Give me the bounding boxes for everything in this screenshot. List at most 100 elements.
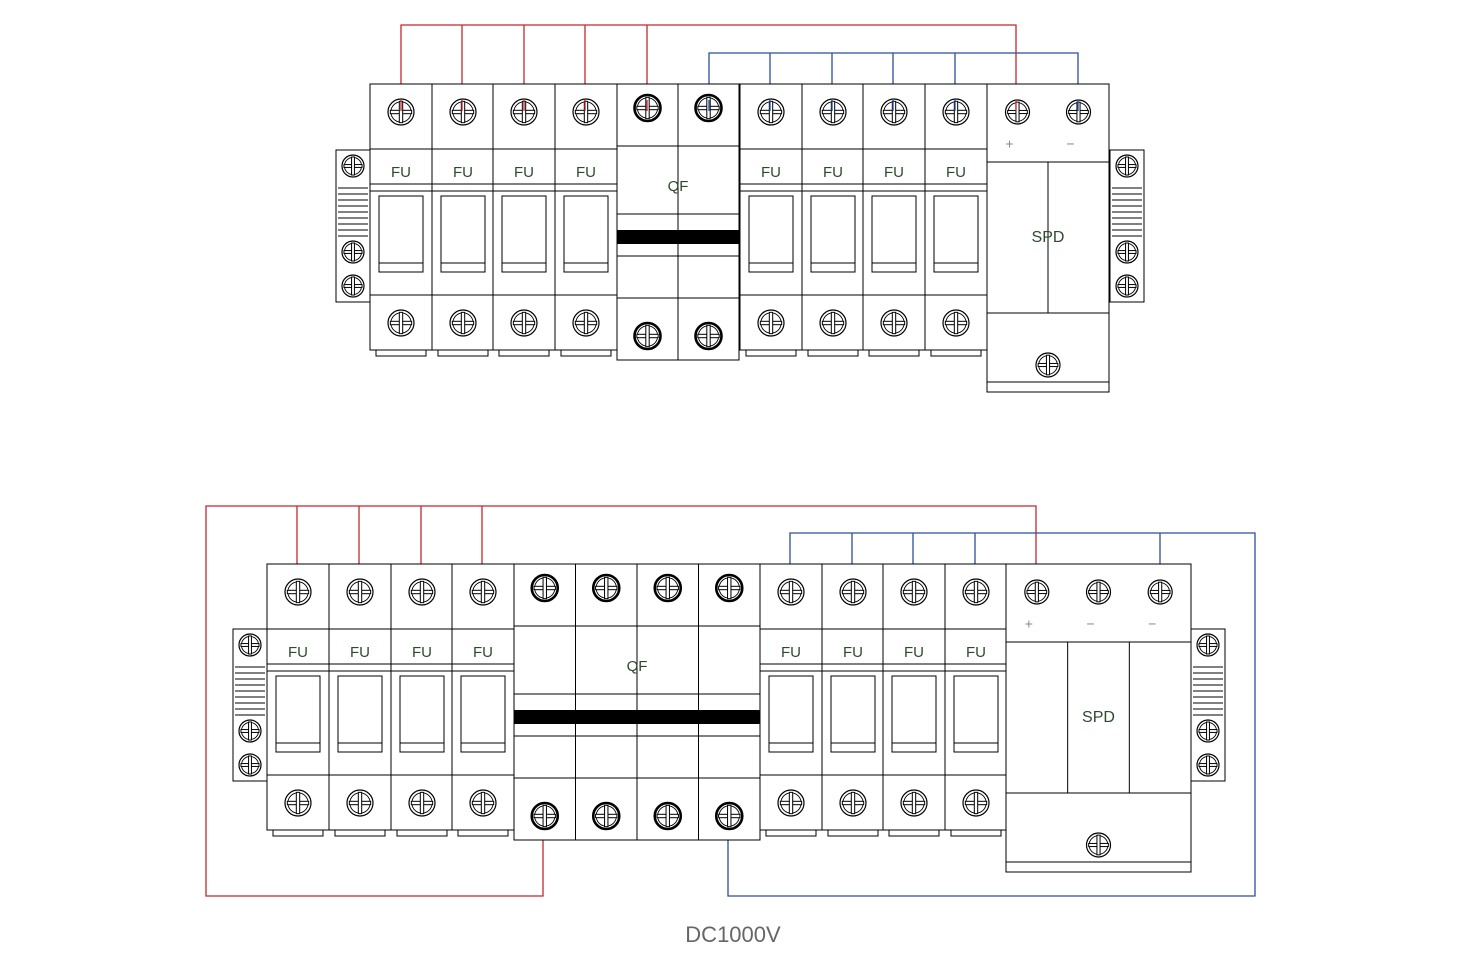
positive-bus-wire [205,505,1037,897]
fuse-label: FU [946,164,966,181]
fuse-cartridge-window [810,195,856,273]
screw-terminal-icon [653,573,683,603]
fuse-label: FU [412,644,432,661]
fuse-label: FU [966,644,986,661]
screw-slot-vertical [542,804,547,828]
fuse-foot [745,349,797,357]
screw-slot-vertical [542,576,547,600]
screw-terminal-icon [572,98,600,126]
screw-slot-vertical [788,791,794,815]
screw-slot-vertical [1045,354,1051,376]
screw-terminal-icon [819,309,847,337]
screw-slot-vertical [891,311,897,335]
fuse-module: FU [328,563,392,837]
screw-terminal-icon [1196,633,1220,657]
screw-terminal-icon [1085,832,1112,858]
spd-body [1005,563,1192,873]
screw-terminal-icon [284,789,312,817]
screw-terminal-icon [900,789,928,817]
fuse-label: FU [884,164,904,181]
fuse-foot [498,349,550,357]
spd-label: SPD [1032,229,1065,246]
screw-slot-vertical [911,791,917,815]
fuse-cartridge-window [891,675,937,753]
breaker-label: QF [627,658,648,675]
screw-slot-vertical [850,580,856,604]
screw-terminal-icon [777,578,805,606]
screw-terminal-icon [238,633,262,657]
screw-slot-vertical [830,100,836,124]
screw-slot-vertical [1206,635,1210,655]
fuse-cartridge-window [830,675,876,753]
screw-terminal-icon [757,309,785,337]
screw-slot-vertical [248,755,252,775]
fuse-label: FU [473,644,493,661]
screw-terminal-icon [1196,719,1220,743]
screw-slot-vertical [460,311,466,335]
fuse-module: FU [266,563,330,837]
screw-terminal-icon [510,309,538,337]
negative-bus-wire [727,532,1256,897]
screw-terminal-icon [819,98,847,126]
spd-module: SPD+−− [1005,563,1192,873]
fuse-foot [437,349,489,357]
screw-slot-vertical [419,791,425,815]
screw-terminal-icon [449,309,477,337]
screw-terminal-icon [591,573,621,603]
fuse-cartridge-window [378,195,424,273]
fuse-foot [457,829,509,837]
screw-terminal-icon [408,789,436,817]
din-end-stop-icon [335,149,371,303]
screw-terminal-icon [1147,579,1173,605]
fuse-module: FU [944,563,1008,837]
screw-slot-vertical [727,576,732,600]
fuse-foot [375,349,427,357]
screw-slot-vertical [850,791,856,815]
screw-terminal-icon [1115,154,1139,178]
fuse-cartridge-window [871,195,917,273]
fuse-foot [888,829,940,837]
fuse-cartridge-window [933,195,979,273]
fuse-module: FU [492,83,556,357]
screw-slot-vertical [398,311,404,335]
screw-terminal-icon [530,573,560,603]
screw-terminal-icon [653,801,683,831]
fuse-cartridge-window [399,675,445,753]
breaker-toggle-bar [514,710,760,724]
screw-slot-vertical [973,791,979,815]
screw-slot-vertical [460,100,466,124]
screw-slot-vertical [665,576,670,600]
screw-terminal-icon [341,154,365,178]
screw-slot-vertical [953,100,959,124]
screw-slot-vertical [727,804,732,828]
fuse-foot [560,349,612,357]
fuse-label: FU [843,644,863,661]
screw-slot-vertical [1125,276,1129,296]
fuse-module: FU [821,563,885,837]
screw-terminal-icon [530,801,560,831]
screw-slot-vertical [1096,834,1101,856]
fuse-module: FU [739,83,803,357]
screw-slot-vertical [953,311,959,335]
screw-slot-vertical [1125,156,1129,176]
fuse-label: FU [823,164,843,181]
screw-slot-vertical [357,580,363,604]
spd-plus-label: + [1025,616,1033,632]
screw-slot-vertical [604,576,609,600]
fuse-module: FU [862,83,926,357]
screw-terminal-icon [1035,352,1061,378]
screw-terminal-icon [880,309,908,337]
screw-slot-vertical [891,100,897,124]
screw-slot-vertical [351,276,355,296]
screw-terminal-icon [942,98,970,126]
screw-terminal-icon [408,578,436,606]
screw-terminal-icon [1085,579,1112,605]
fuse-module: FU [431,83,495,357]
fuse-foot [807,349,859,357]
screw-terminal-icon [880,98,908,126]
fuse-cartridge-window [501,195,547,273]
screw-terminal-icon [284,578,312,606]
screw-slot-vertical [295,791,301,815]
